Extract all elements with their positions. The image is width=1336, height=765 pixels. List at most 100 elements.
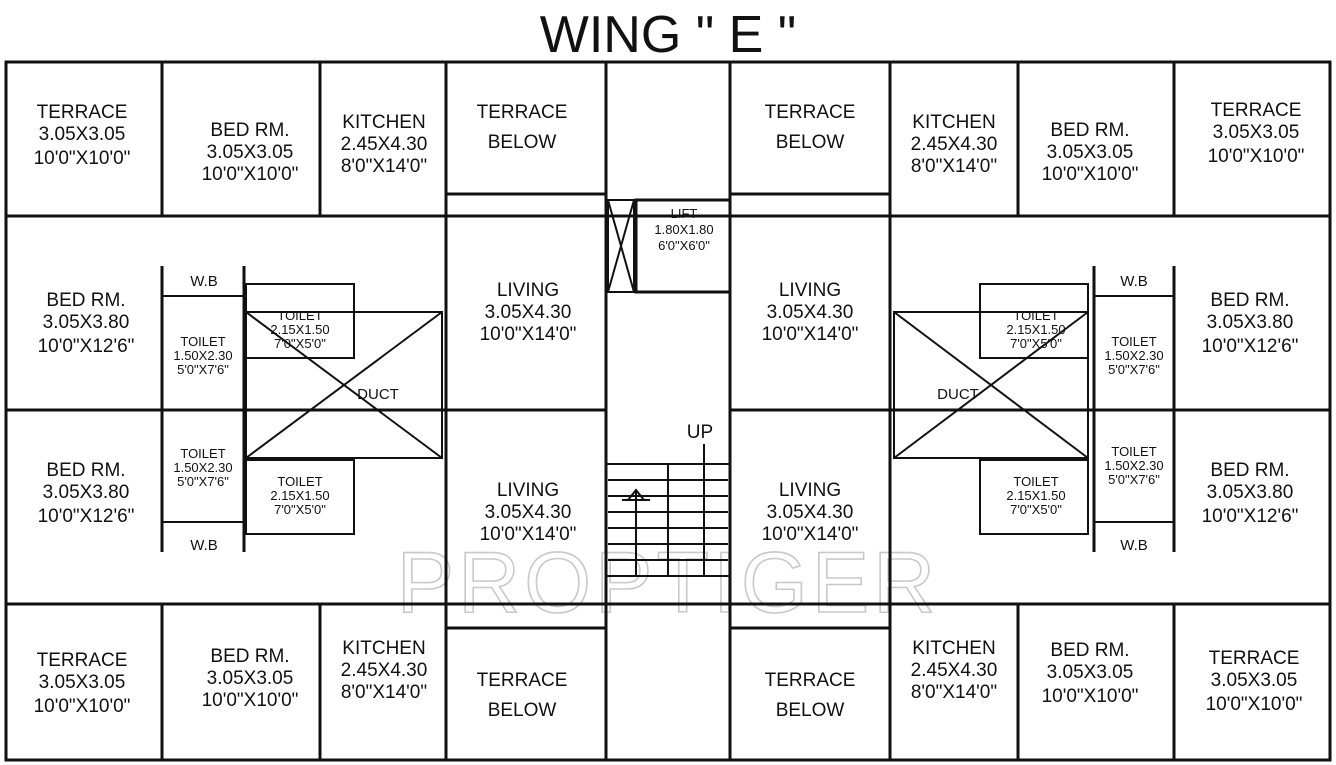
living-l2-ft: 10'0"X14'0" xyxy=(480,524,577,545)
plan-title: WING " E " xyxy=(540,6,796,64)
toilet-rb2-ft: 7'0"X5'0" xyxy=(1010,502,1062,517)
kitchen-br-ft: 8'0"X14'0" xyxy=(911,682,997,703)
stair-up-label: UP xyxy=(687,422,713,443)
bed-tr-dim: 3.05X3.05 xyxy=(1047,142,1134,163)
bed-tl-dim: 3.05X3.05 xyxy=(207,142,294,163)
bed-mr2-ft: 10'0"X12'6" xyxy=(1202,506,1299,527)
toilet-ra2-ft: 5'0"X7'6" xyxy=(1108,472,1160,487)
bed-mr2-dim: 3.05X3.80 xyxy=(1207,482,1294,503)
toilet-lb2-dim: 2.15X1.50 xyxy=(270,488,329,503)
kitchen-tr-dim: 2.45X4.30 xyxy=(911,134,998,155)
bed-mr1-dim: 3.05X3.80 xyxy=(1207,312,1294,333)
living-l2-label: LIVING xyxy=(497,480,559,501)
terrace-bl-ft: 10'0"X10'0" xyxy=(34,696,131,717)
bed-tr-label: BED RM. xyxy=(1050,120,1129,141)
toilet-la2-ft: 5'0"X7'6" xyxy=(177,474,229,489)
kitchen-tl-dim: 2.45X4.30 xyxy=(341,134,428,155)
duct-right-label: DUCT xyxy=(937,386,979,403)
bed-tr-ft: 10'0"X10'0" xyxy=(1042,164,1139,185)
wb-l2: W.B xyxy=(190,537,218,554)
toilet-la2-dim: 1.50X2.30 xyxy=(173,460,232,475)
toilet-ra1-dim: 1.50X2.30 xyxy=(1104,348,1163,363)
wb-r2: W.B xyxy=(1120,537,1148,554)
lift-ft: 6'0"X6'0" xyxy=(658,238,710,253)
bed-mr1-label: BED RM. xyxy=(1210,290,1289,311)
bed-br-ft: 10'0"X10'0" xyxy=(1042,686,1139,707)
terrace-below-bl-2: BELOW xyxy=(488,700,557,721)
terrace-tr-label: TERRACE xyxy=(1211,100,1302,121)
toilet-lb1-dim: 2.15X1.50 xyxy=(270,322,329,337)
toilet-ra1-label: TOILET xyxy=(1111,334,1156,349)
wb-r1: W.B xyxy=(1120,273,1148,290)
terrace-tl-ft: 10'0"X10'0" xyxy=(34,148,131,169)
terrace-below-tl-2: BELOW xyxy=(488,132,557,153)
toilet-lb1-ft: 7'0"X5'0" xyxy=(274,336,326,351)
duct-left xyxy=(245,311,443,459)
terrace-below-tl-1: TERRACE xyxy=(477,102,568,123)
terrace-br-label: TERRACE xyxy=(1209,648,1300,669)
living-r2-ft: 10'0"X14'0" xyxy=(762,524,859,545)
kitchen-br-dim: 2.45X4.30 xyxy=(911,660,998,681)
living-r1-dim: 3.05X4.30 xyxy=(767,302,854,323)
terrace-bl-dim: 3.05X3.05 xyxy=(39,672,126,693)
toilet-lb2-label: TOILET xyxy=(277,474,322,489)
kitchen-bl-dim: 2.45X4.30 xyxy=(341,660,428,681)
toilet-la1-label: TOILET xyxy=(180,334,225,349)
toilet-ra2-label: TOILET xyxy=(1111,444,1156,459)
bed-tl-ft: 10'0"X10'0" xyxy=(202,164,299,185)
lift-label: LIFT xyxy=(671,206,698,221)
wb-l1: W.B xyxy=(190,273,218,290)
kitchen-tl-label: KITCHEN xyxy=(342,112,425,133)
kitchen-tr-ft: 8'0"X14'0" xyxy=(911,156,997,177)
bed-mr2-label: BED RM. xyxy=(1210,460,1289,481)
toilet-rb1-label: TOILET xyxy=(1013,308,1058,323)
bed-ml2-dim: 3.05X3.80 xyxy=(43,482,130,503)
bed-bl-dim: 3.05X3.05 xyxy=(207,668,294,689)
terrace-below-tr-2: BELOW xyxy=(776,132,845,153)
toilet-la1-ft: 5'0"X7'6" xyxy=(177,362,229,377)
toilet-rb1-dim: 2.15X1.50 xyxy=(1006,322,1065,337)
terrace-below-br-1: TERRACE xyxy=(765,670,856,691)
kitchen-br-label: KITCHEN xyxy=(912,638,995,659)
bed-bl-ft: 10'0"X10'0" xyxy=(202,690,299,711)
kitchen-bl-ft: 8'0"X14'0" xyxy=(341,682,427,703)
toilet-rb1-ft: 7'0"X5'0" xyxy=(1010,336,1062,351)
living-r1-ft: 10'0"X14'0" xyxy=(762,324,859,345)
stair-treads xyxy=(608,444,728,576)
terrace-tl-label: TERRACE xyxy=(37,102,128,123)
living-r2-label: LIVING xyxy=(779,480,841,501)
terrace-br-dim: 3.05X3.05 xyxy=(1211,670,1298,691)
bed-tl-label: BED RM. xyxy=(210,120,289,141)
terrace-below-tr-1: TERRACE xyxy=(765,102,856,123)
kitchen-tl-ft: 8'0"X14'0" xyxy=(341,156,427,177)
toilet-rb2-label: TOILET xyxy=(1013,474,1058,489)
bed-ml1-ft: 10'0"X12'6" xyxy=(38,336,135,357)
watermark: PROPTIGER xyxy=(397,535,940,631)
terrace-bl-label: TERRACE xyxy=(37,650,128,671)
living-r2-dim: 3.05X4.30 xyxy=(767,502,854,523)
bed-ml2-ft: 10'0"X12'6" xyxy=(38,506,135,527)
bed-br-dim: 3.05X3.05 xyxy=(1047,662,1134,683)
toilet-lb1-label: TOILET xyxy=(277,308,322,323)
terrace-br-ft: 10'0"X10'0" xyxy=(1206,694,1303,715)
kitchen-tr-label: KITCHEN xyxy=(912,112,995,133)
lift-dim: 1.80X1.80 xyxy=(654,222,713,237)
terrace-below-br-2: BELOW xyxy=(776,700,845,721)
duct-left-label: DUCT xyxy=(357,386,399,403)
toilet-la2-label: TOILET xyxy=(180,446,225,461)
toilet-rb2-dim: 2.15X1.50 xyxy=(1006,488,1065,503)
bed-ml2-label: BED RM. xyxy=(46,460,125,481)
bed-ml1-dim: 3.05X3.80 xyxy=(43,312,130,333)
bed-mr1-ft: 10'0"X12'6" xyxy=(1202,336,1299,357)
toilet-la1-dim: 1.50X2.30 xyxy=(173,348,232,363)
bed-br-label: BED RM. xyxy=(1050,640,1129,661)
living-l1-dim: 3.05X4.30 xyxy=(485,302,572,323)
bed-ml1-label: BED RM. xyxy=(46,290,125,311)
toilet-ra2-dim: 1.50X2.30 xyxy=(1104,458,1163,473)
terrace-tr-ft: 10'0"X10'0" xyxy=(1208,146,1305,167)
bed-bl-label: BED RM. xyxy=(210,646,289,667)
kitchen-bl-label: KITCHEN xyxy=(342,638,425,659)
toilet-lb2-ft: 7'0"X5'0" xyxy=(274,502,326,517)
terrace-tl-dim: 3.05X3.05 xyxy=(39,124,126,145)
